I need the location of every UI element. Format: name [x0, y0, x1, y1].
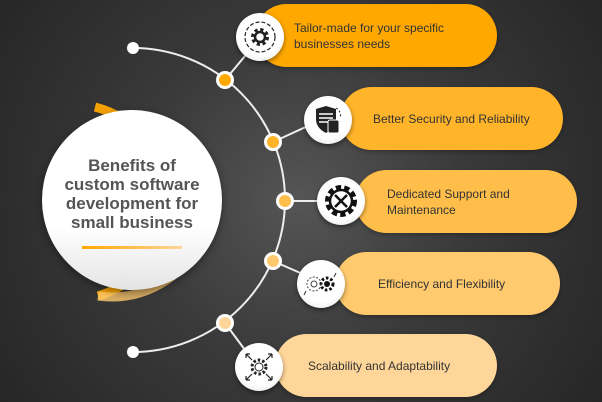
benefit-label: Scalability and Adaptability — [308, 358, 451, 373]
gear-icon — [236, 13, 284, 61]
gears-arrows-icon — [297, 260, 345, 308]
shield-thumbs-up-icon — [304, 96, 352, 144]
hub-circle: Benefits of custom software development … — [42, 110, 222, 290]
gear-expand-icon — [235, 343, 283, 391]
benefit-label: Better Security and Reliability — [373, 111, 530, 126]
arc-nodes — [216, 71, 294, 332]
hub-title: Benefits of custom software development … — [64, 155, 200, 232]
hub-underline — [82, 245, 182, 249]
benefit-security: Better Security and Reliability — [340, 87, 563, 150]
benefit-scalability: Scalability and Adaptability — [275, 334, 497, 397]
benefit-tailor-made: Tailor-made for your specific businesses… — [255, 4, 497, 67]
benefit-label: Efficiency and Flexibility — [378, 276, 506, 291]
benefit-efficiency: Efficiency and Flexibility — [335, 252, 560, 315]
benefit-label: Dedicated Support and Maintenance — [387, 186, 510, 217]
benefit-label: Tailor-made for your specific businesses… — [294, 20, 445, 51]
benefit-support: Dedicated Support and Maintenance — [355, 170, 577, 233]
gear-tools-icon — [317, 177, 365, 225]
